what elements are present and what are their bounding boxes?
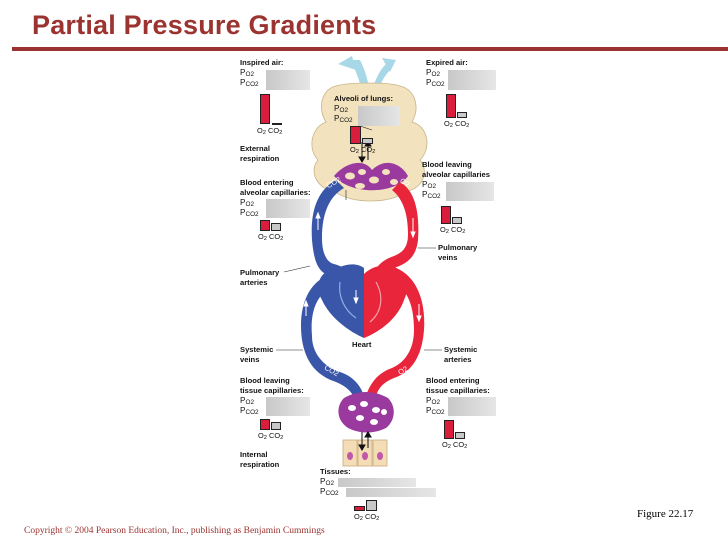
- alveoli-value-mask: [358, 106, 400, 126]
- page-title: Partial Pressure Gradients: [32, 10, 377, 40]
- blood-entering-alveolar-bar-legend: O2 CO2: [258, 232, 284, 242]
- systemic-vein-vessel: [301, 276, 364, 398]
- blood-leaving-alveolar-po2: PO2: [422, 180, 436, 190]
- blood-leaving-tissue-value-mask: [266, 397, 310, 416]
- blood-entering-alveolar-pco2: PCO2: [240, 208, 259, 218]
- gas-exchange-arrows-icon: [358, 140, 372, 451]
- expired-air-label: Expired air:: [426, 58, 468, 67]
- title-underline: [12, 47, 728, 51]
- tissue-capillary-network: [338, 392, 394, 433]
- blood-leaving-alveolar-o2-bar: [441, 206, 451, 224]
- expired-pco2: PCO2: [426, 78, 445, 88]
- inspired-co2-bar: [272, 123, 282, 125]
- inspired-pco2: PCO2: [240, 78, 259, 88]
- pulmonary-artery-vessel: [311, 180, 362, 300]
- blood-leaving-tissue-co2-bar: [271, 422, 281, 430]
- expired-o2-bar: [446, 94, 456, 118]
- blood-leaving-alveolar-value-mask: [446, 182, 494, 201]
- alveoli-bar-legend: O2 CO2: [350, 145, 376, 155]
- blood-entering-alveolar-value-mask: [266, 199, 310, 218]
- blood-entering-alveolar-po2: PO2: [240, 198, 254, 208]
- blood-leaving-alveolar-co2-bar: [452, 217, 462, 224]
- inspired-po2: PO2: [240, 68, 254, 78]
- tissues-co2-bar: [366, 500, 377, 511]
- tissues-po2: PO2: [320, 477, 334, 487]
- blood-entering-tissue-co2-bar: [455, 432, 465, 439]
- heart-label: Heart: [352, 340, 372, 349]
- inspired-o2-bar: [260, 94, 270, 124]
- alveoli-po2: PO2: [334, 104, 348, 114]
- blood-leaving-tissue-bar-legend: O2 CO2: [258, 431, 284, 441]
- alveoli-label: Alveoli of lungs:: [334, 94, 394, 103]
- tissues-bar-legend: O2 CO2: [354, 512, 380, 522]
- blood-leaving-alveolar-pco2: PCO2: [422, 190, 441, 200]
- blood-entering-tissue-pco2: PCO2: [426, 406, 445, 416]
- expired-value-mask: [448, 70, 496, 90]
- figure-label: Figure 22.17: [637, 508, 694, 520]
- inspired-bar-legend: O2 CO2: [257, 126, 283, 136]
- blood-entering-tissue-o2-bar: [444, 420, 454, 439]
- blood-leaving-tissue-po2: PO2: [240, 396, 254, 406]
- blood-leaving-tissue-pco2: PCO2: [240, 406, 259, 416]
- blood-leaving-alveolar-bar-legend: O2 CO2: [440, 225, 466, 235]
- blood-entering-tissue-value-mask: [448, 397, 496, 416]
- tissues-pco2: PCO2: [320, 487, 339, 497]
- copyright-notice: Copyright © 2004 Pearson Education, Inc.…: [24, 526, 325, 536]
- expired-co2-bar: [457, 112, 467, 118]
- tissues-o2-bar: [354, 506, 365, 511]
- tissue-cells: [342, 439, 388, 467]
- inspired-air-label: Inspired air:: [240, 58, 284, 67]
- tissues-pco2-mask: [346, 488, 436, 497]
- blood-leaving-tissue-o2-bar: [260, 419, 270, 430]
- tissues-label: Tissues:: [320, 467, 351, 476]
- alveolar-capillary-network: [334, 162, 408, 191]
- alveoli-pco2: PCO2: [334, 114, 353, 124]
- tissues-po2-mask: [338, 478, 416, 487]
- blood-flow-arrows-icon: [303, 211, 422, 323]
- alveoli-co2-bar: [362, 138, 373, 144]
- alveoli-o2-bar: [350, 126, 361, 144]
- leader-lines: [276, 125, 442, 351]
- blood-entering-tissue-bar-legend: O2 CO2: [442, 440, 468, 450]
- expired-po2: PO2: [426, 68, 440, 78]
- expired-bar-legend: O2 CO2: [444, 119, 470, 129]
- pulmonary-vein-vessel: [372, 182, 419, 284]
- inspired-value-mask: [266, 70, 310, 90]
- blood-entering-alveolar-o2-bar: [260, 220, 270, 231]
- blood-entering-tissue-po2: PO2: [426, 396, 440, 406]
- systemic-artery-vessel: [366, 268, 425, 396]
- blood-entering-alveolar-co2-bar: [271, 223, 281, 231]
